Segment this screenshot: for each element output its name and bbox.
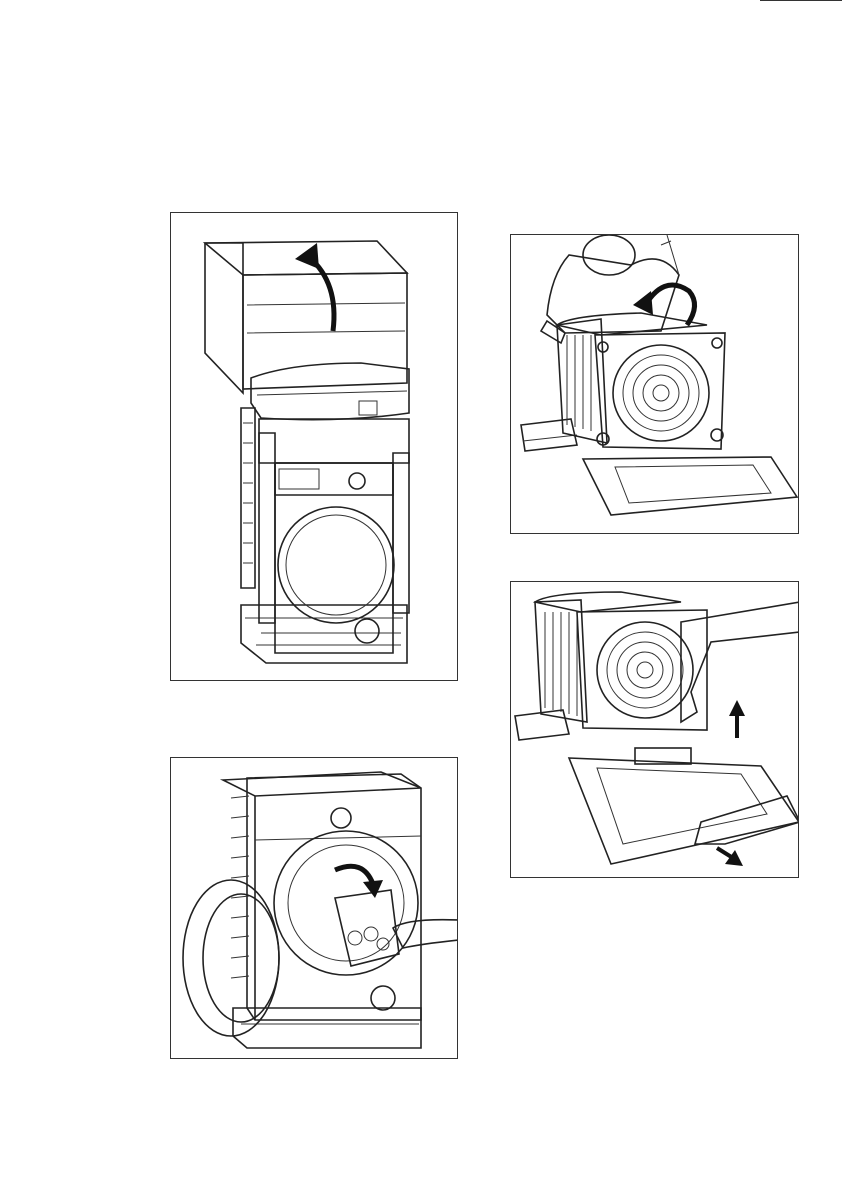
illustration-tilt-appliance-back — [510, 234, 799, 534]
bottom-motor-plate — [613, 345, 709, 441]
illustration-remove-drum-packaging — [170, 757, 458, 1059]
foam-label — [359, 401, 377, 415]
hand-top — [681, 602, 799, 722]
washer-top — [557, 313, 707, 335]
person-head — [583, 235, 635, 275]
curved-down-arrow-head — [363, 880, 383, 898]
curved-down-arrow-icon — [335, 866, 373, 884]
door-opening — [274, 831, 418, 975]
cardboard-box-front — [205, 243, 243, 393]
remove-packaging-cover-drawing — [171, 213, 458, 681]
door-glass — [286, 515, 386, 615]
foot — [712, 338, 722, 348]
washer-top — [535, 592, 681, 612]
curved-back-arrow-head — [633, 291, 653, 315]
remove-base-tray-drawing — [511, 582, 799, 878]
program-knob — [349, 473, 365, 489]
washer-top — [223, 772, 421, 796]
curved-up-arrow-head — [295, 243, 319, 269]
hand-bottom — [695, 796, 799, 844]
illustration-remove-packaging-cover — [170, 212, 458, 681]
curved-up-arrow-icon — [309, 257, 334, 331]
illustration-remove-base-tray — [510, 581, 799, 878]
base-tray — [233, 1008, 421, 1048]
washer-bottom-face — [595, 333, 725, 449]
base-tray-inner — [597, 768, 767, 844]
hand — [393, 920, 458, 948]
packaging-lower-band — [259, 419, 409, 463]
filter-cap — [371, 986, 395, 1010]
washer-top-panel — [275, 463, 393, 495]
base-tray-inner — [615, 465, 771, 503]
straight-up-arrow-head — [729, 700, 745, 716]
page-edge-line — [0, 0, 842, 8]
detergent-drawer — [279, 469, 319, 489]
corner-post-left-front — [259, 433, 275, 623]
bottom-motor-plate — [597, 622, 693, 718]
corner-post-right — [393, 453, 409, 613]
filter-cap — [355, 619, 379, 643]
tilt-appliance-back-drawing — [511, 235, 799, 534]
program-knob — [331, 808, 351, 828]
open-door-glass — [203, 894, 279, 1022]
corner-post-left — [241, 408, 255, 588]
washer-side — [557, 319, 607, 443]
remove-drum-packaging-drawing — [171, 758, 458, 1059]
washer-body — [275, 463, 393, 653]
